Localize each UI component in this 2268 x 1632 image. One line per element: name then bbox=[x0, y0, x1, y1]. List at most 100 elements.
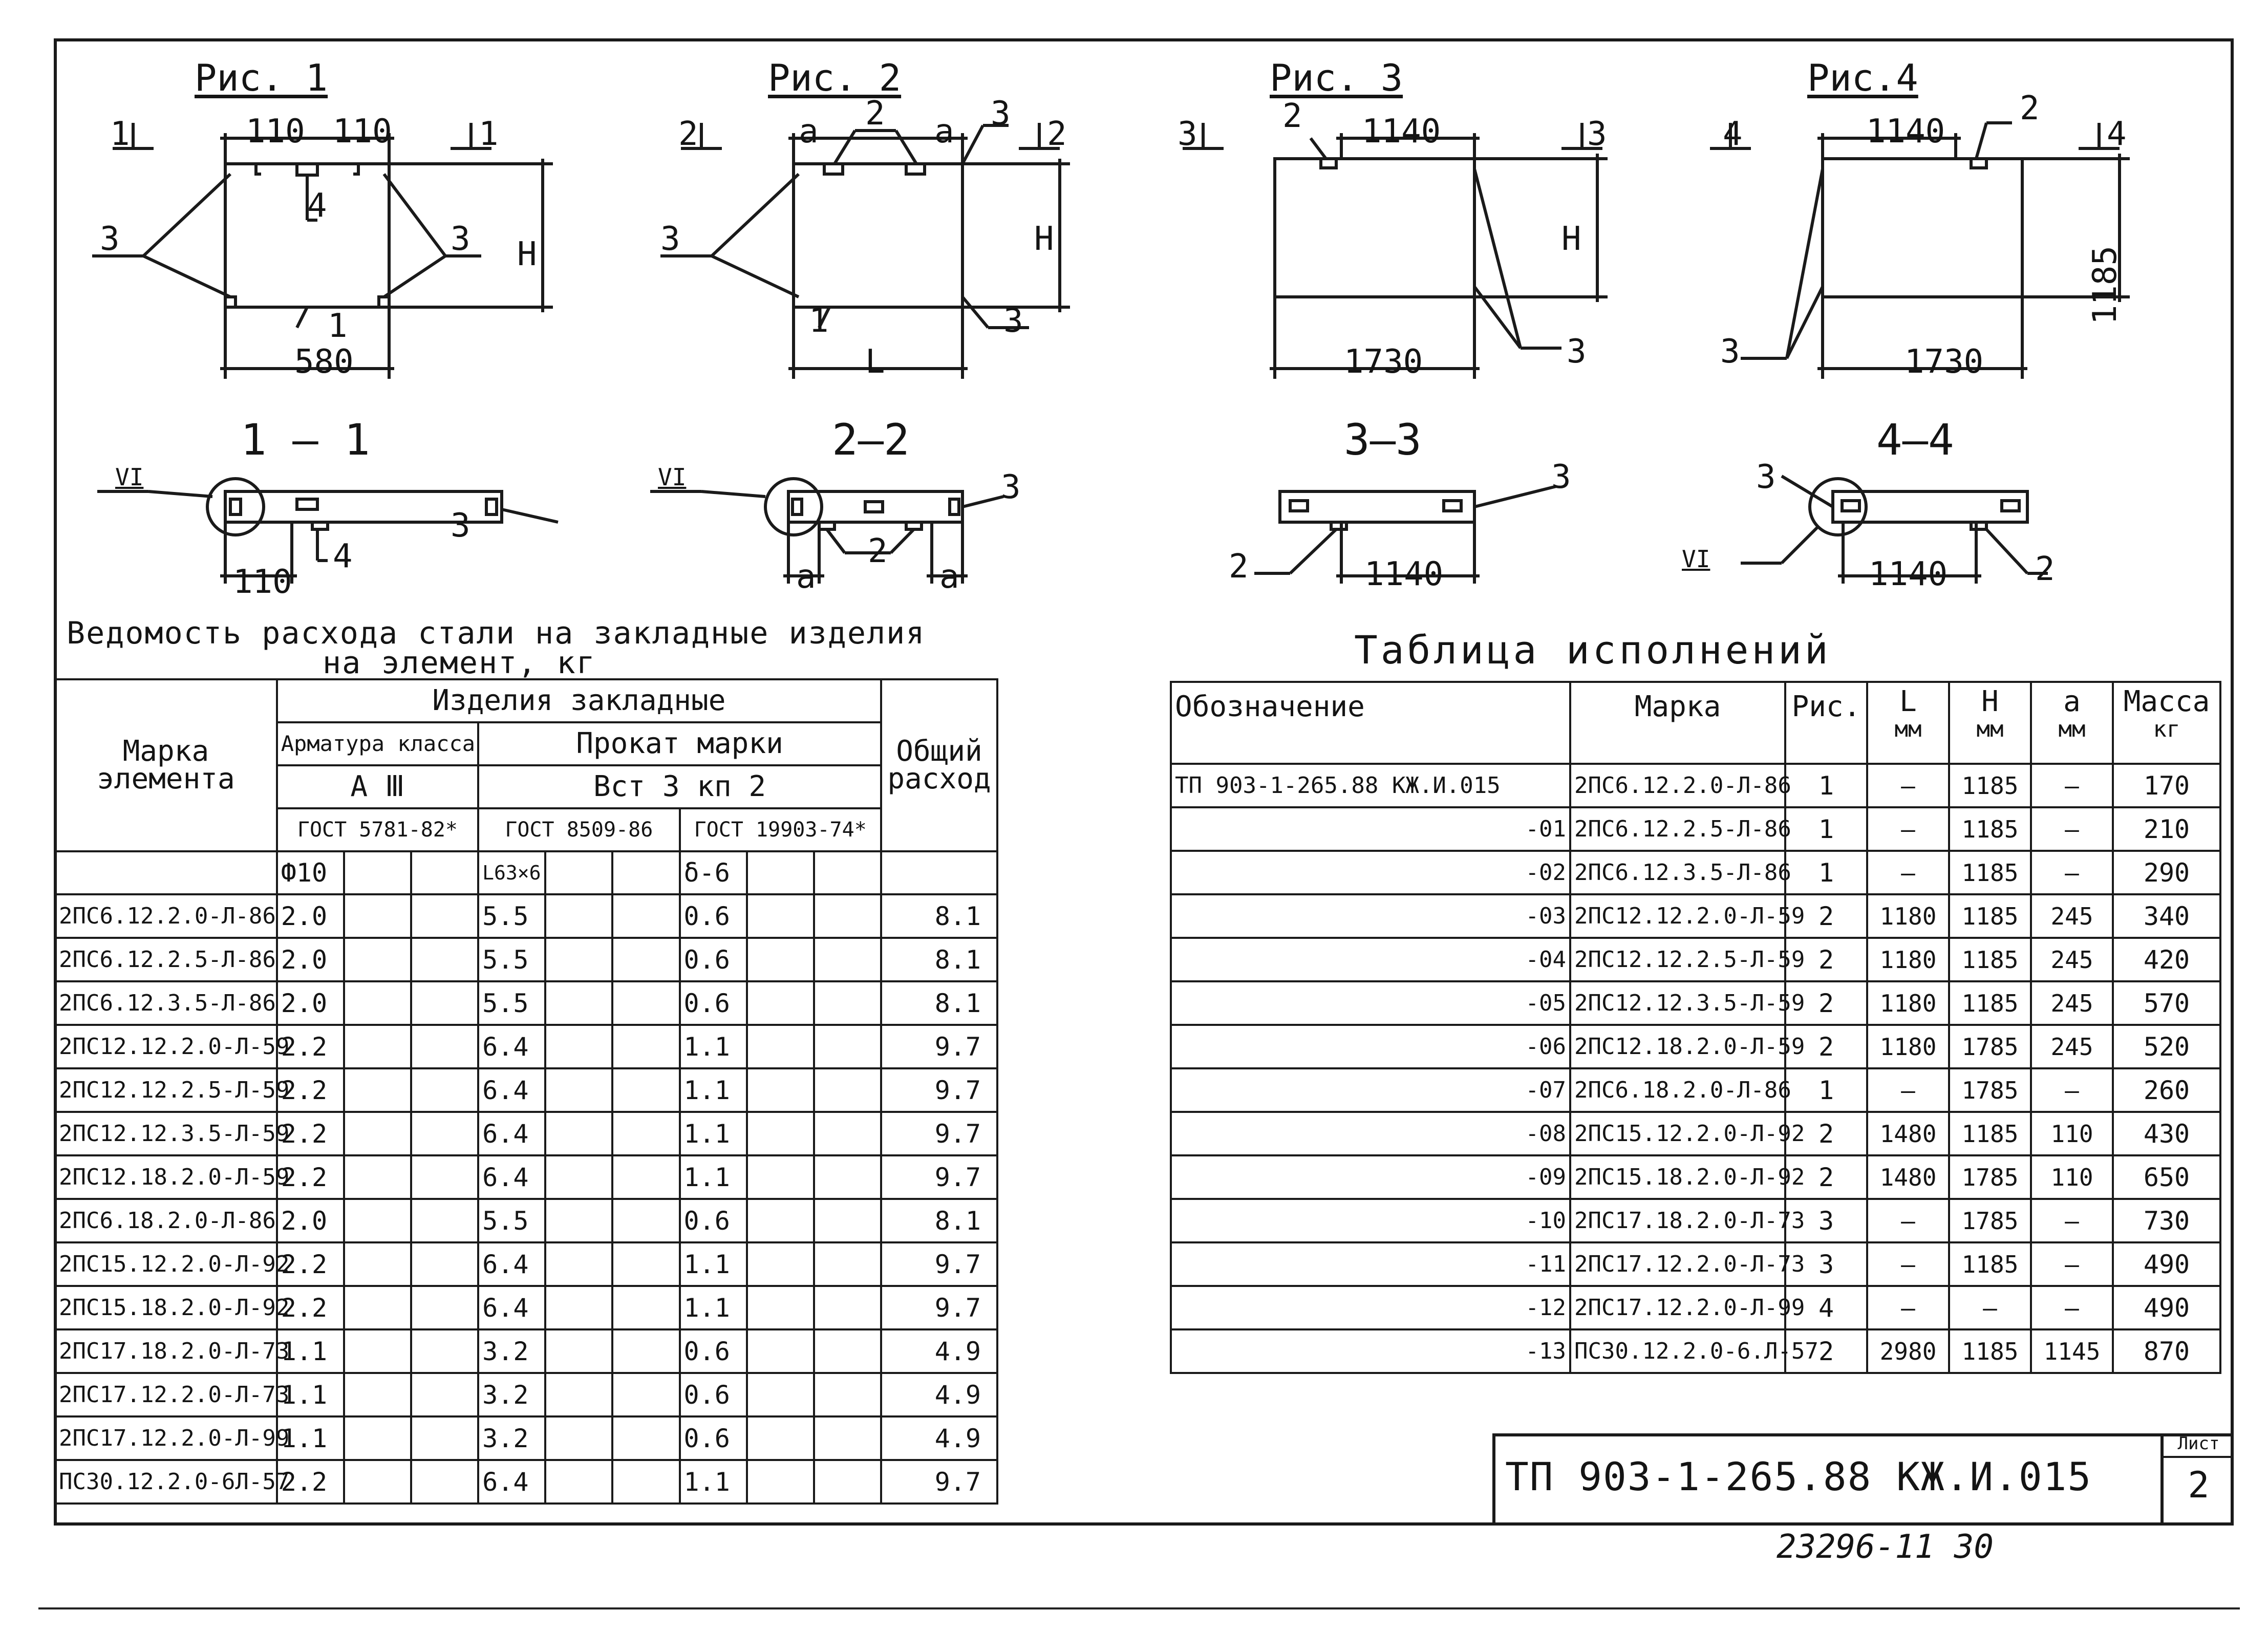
variants-header-a-label: a bbox=[2063, 685, 2081, 718]
steel-cell-angle: 3.2 bbox=[477, 1415, 547, 1461]
steel-cell-plate: 0.6 bbox=[678, 1415, 748, 1461]
variant-cell-h: 1185 bbox=[1948, 893, 2032, 939]
steel-cell-empty bbox=[611, 1067, 681, 1113]
steel-cell-total: 4.9 bbox=[880, 1328, 999, 1374]
variant-cell-designation: -04 bbox=[1170, 937, 1571, 982]
steel-header-gost1: ГОСТ 5781-82* bbox=[275, 807, 480, 852]
steel-cell-total: 8.1 bbox=[880, 937, 999, 982]
variant-cell-mass: 520 bbox=[2112, 1024, 2221, 1069]
variant-cell-mark: 2ПС6.18.2.0-Л-86 bbox=[1569, 1067, 1791, 1113]
variant-cell-designation: -06 bbox=[1170, 1024, 1571, 1069]
steel-cell-angle: 6.4 bbox=[477, 1459, 547, 1505]
fig3-drawing bbox=[1183, 123, 1608, 379]
variant-cell-h: 1185 bbox=[1948, 937, 2032, 982]
steel-sheet-title-line1: Ведомость расхода стали на закладные изд… bbox=[67, 615, 926, 651]
variant-cell-designation: ТП 903-1-265.88 КЖ.И.015 bbox=[1170, 763, 1571, 808]
steel-cell-empty bbox=[745, 1285, 815, 1330]
section-4-4-callout-2: 2 bbox=[2035, 550, 2055, 588]
variant-cell-fig: 3 bbox=[1784, 1198, 1868, 1243]
steel-cell-mark: 2ПС12.18.2.0-Л-59 bbox=[54, 1154, 289, 1200]
variant-cell-fig: 3 bbox=[1784, 1241, 1868, 1287]
steel-cell-empty bbox=[544, 937, 614, 982]
variant-cell-a: — bbox=[2030, 1285, 2114, 1330]
fig2-callout-2-top: 2 bbox=[865, 95, 885, 133]
steel-sheet-table: Марка элемента Изделия закладные Общий р… bbox=[54, 678, 999, 1505]
steel-cell-empty bbox=[812, 1198, 882, 1243]
steel-cell-empty bbox=[410, 1459, 480, 1505]
section-2-2-callout-3: 3 bbox=[1001, 468, 1021, 506]
variant-cell-designation: -09 bbox=[1170, 1154, 1571, 1200]
variant-cell-a: — bbox=[2030, 1198, 2114, 1243]
variant-cell-a: 245 bbox=[2030, 980, 2114, 1026]
variant-cell-l: 1180 bbox=[1866, 1024, 1950, 1069]
variant-cell-l: — bbox=[1866, 1241, 1950, 1287]
steel-cell-empty bbox=[544, 1154, 614, 1200]
steel-cell-plate: 0.6 bbox=[678, 937, 748, 982]
variant-cell-fig: 2 bbox=[1784, 1024, 1868, 1069]
variant-cell-h: 1185 bbox=[1948, 806, 2032, 852]
steel-cell-empty bbox=[343, 1067, 413, 1113]
variant-cell-l: — bbox=[1866, 1198, 1950, 1243]
steel-cell-empty bbox=[343, 1328, 413, 1374]
steel-cell-angle: 6.4 bbox=[477, 1111, 547, 1156]
steel-cell-empty bbox=[812, 1285, 882, 1330]
variant-cell-l: — bbox=[1866, 1285, 1950, 1330]
steel-cell-total: 9.7 bbox=[880, 1111, 999, 1156]
steel-cell-angle: 6.4 bbox=[477, 1024, 547, 1069]
steel-cell-empty bbox=[343, 980, 413, 1026]
steel-header-d2: L63×6 bbox=[477, 850, 547, 895]
variant-cell-designation: -07 bbox=[1170, 1067, 1571, 1113]
fig3-title: Рис. 3 bbox=[1270, 56, 1403, 99]
steel-cell-empty bbox=[611, 1024, 681, 1069]
steel-cell-empty bbox=[745, 980, 815, 1026]
section-3-3-callout-2: 2 bbox=[1229, 548, 1249, 586]
variant-cell-a: 245 bbox=[2030, 893, 2114, 939]
steel-cell-empty bbox=[611, 893, 681, 939]
steel-cell-empty bbox=[343, 1024, 413, 1069]
steel-cell-mark: 2ПС17.12.2.0-Л-99 bbox=[54, 1415, 289, 1461]
steel-cell-empty bbox=[611, 1372, 681, 1418]
steel-cell-empty bbox=[410, 1328, 480, 1374]
variant-cell-h: 1185 bbox=[1948, 1241, 2032, 1287]
steel-cell-empty bbox=[343, 1372, 413, 1418]
steel-header-rolled: Прокат марки bbox=[477, 721, 882, 766]
fig1-callout-3-right: 3 bbox=[451, 220, 470, 258]
section-3-3-title: 3—3 bbox=[1344, 415, 1422, 465]
variant-cell-a: — bbox=[2030, 850, 2114, 895]
variant-cell-l: 2980 bbox=[1866, 1328, 1950, 1374]
section-1-1-callout-4: 4 bbox=[333, 538, 353, 575]
steel-cell-empty bbox=[544, 980, 614, 1026]
steel-cell-plate: 1.1 bbox=[678, 1285, 748, 1330]
steel-cell-empty bbox=[611, 1285, 681, 1330]
steel-cell-empty bbox=[410, 1285, 480, 1330]
steel-cell-rebar: 2.2 bbox=[275, 1285, 345, 1330]
fig1-callout-4: 4 bbox=[307, 187, 327, 225]
steel-cell-mark: 2ПС6.12.3.5-Л-86 bbox=[54, 980, 278, 1026]
variant-cell-mark: 2ПС17.12.2.0-Л-73 bbox=[1569, 1241, 1805, 1287]
variant-cell-fig: 2 bbox=[1784, 937, 1868, 982]
variant-cell-mark: 2ПС15.12.2.0-Л-92 bbox=[1569, 1111, 1805, 1156]
steel-cell-plate: 0.6 bbox=[678, 980, 748, 1026]
steel-cell-empty bbox=[812, 893, 882, 939]
variant-cell-mass: 340 bbox=[2112, 893, 2221, 939]
fig2-dim-h: H bbox=[1034, 220, 1054, 258]
variant-cell-l: — bbox=[1866, 806, 1950, 852]
steel-cell-rebar: 2.0 bbox=[275, 1198, 345, 1243]
steel-cell-empty bbox=[343, 1111, 413, 1156]
steel-cell-mark: ПС30.12.2.0-6Л-57 bbox=[54, 1459, 289, 1505]
steel-cell-rebar: 1.1 bbox=[275, 1328, 345, 1374]
variant-cell-fig: 2 bbox=[1784, 980, 1868, 1026]
steel-cell-total: 9.7 bbox=[880, 1067, 999, 1113]
steel-cell-rebar: 2.2 bbox=[275, 1111, 345, 1156]
steel-cell-empty bbox=[544, 1111, 614, 1156]
section-4-4-vi: VI bbox=[1682, 545, 1710, 573]
